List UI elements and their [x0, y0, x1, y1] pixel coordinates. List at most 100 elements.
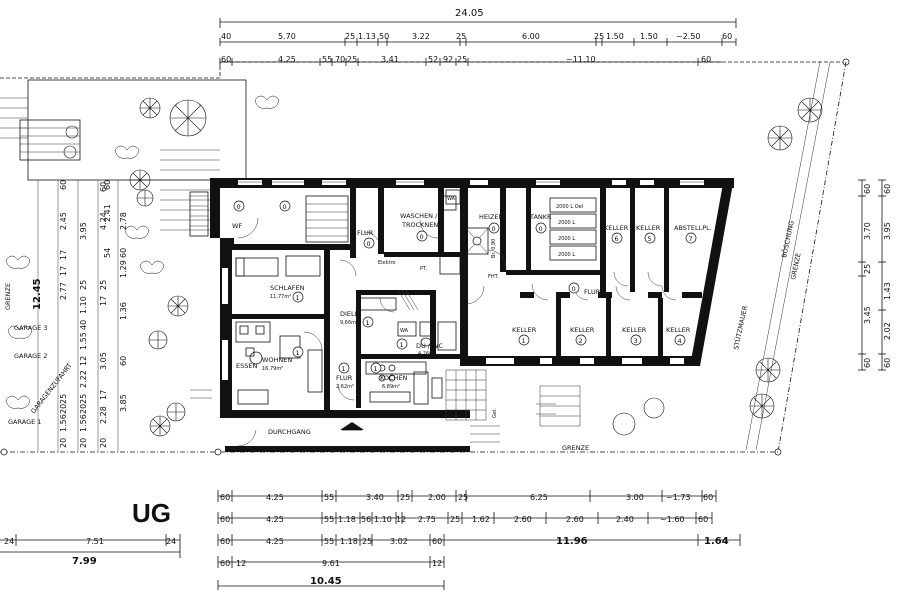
left-dim-text: 60	[119, 248, 128, 258]
room-wa-label: WA	[447, 196, 456, 202]
right-dim-text: 2.02	[883, 322, 892, 340]
room-number: 1	[296, 294, 300, 302]
top-dim-2-5: 25	[347, 55, 357, 64]
grenze-bottom-label: GRENZE	[562, 444, 589, 452]
bottom-dim-1-6: 2.00	[428, 493, 446, 502]
right-dim-text: 60	[883, 184, 892, 194]
tree-icon	[755, 357, 781, 383]
left-dim-text: 2.77	[59, 282, 68, 300]
right-dim-text: 60	[863, 184, 872, 194]
left-site: 20 1.56 20 25 2.77 17 17 2.45 60 20 1.56…	[0, 79, 280, 452]
room-keller-4-label: KELLER	[666, 326, 691, 334]
bottom-dim-2-15: 60	[698, 515, 708, 524]
top-dim-1-7: 25	[456, 32, 466, 41]
tree-icon	[139, 97, 161, 119]
bottom-dim-2-9: 25	[450, 515, 460, 524]
tank-2-label: 2000 L	[558, 220, 575, 226]
room-flur-right-label: FLUR	[584, 288, 601, 296]
bottom-dim-3-3: 55	[324, 537, 334, 546]
top-dim-2-8: 92	[443, 55, 453, 64]
bottom-dim-1-11: 60	[703, 493, 713, 502]
bottom-dim-4-4: 12	[432, 559, 442, 568]
room-number: 4	[678, 337, 682, 345]
left-dim-text: 17	[99, 390, 108, 400]
left-dim-text: 2.45	[59, 212, 68, 230]
left-dims-col1: 20 1.56 20 25 2.77 17 17 2.45 60	[59, 180, 68, 448]
left-dim-text: 25	[99, 280, 108, 290]
top-dim-2-10: ~11.10	[566, 55, 596, 64]
room-essen-label: ESSEN	[236, 362, 257, 370]
grenze-right-label: GRENZE	[789, 252, 802, 280]
left-dim-text: 2.78	[119, 212, 128, 230]
bottom-dim-1-1: 60	[220, 493, 230, 502]
room-pt-label: PT.	[420, 266, 427, 272]
room-number: 0	[492, 225, 496, 233]
top-dim-1-9: 25	[594, 32, 604, 41]
left-dims-col2: 20 1.56 20 25 2.22 12 1.55 40 1.10 25 3.…	[79, 222, 88, 448]
grenze-left-label: GRENZE	[4, 283, 12, 310]
left-dim-text: 60	[59, 180, 68, 190]
left-dims-col5: 54 2.41 60	[103, 180, 112, 258]
left-dim-text: 1.56	[59, 414, 68, 432]
top-dim-1-4: 1.13	[358, 32, 376, 41]
right-dim-text: 3.70	[863, 222, 872, 240]
room-du-wc-area: 4,26m²	[418, 351, 436, 357]
room-keller-1-label: KELLER	[512, 326, 537, 334]
bottom-dim-1-2: 4.25	[266, 493, 284, 502]
tree-icon	[149, 415, 171, 437]
tank-3-label: 2000 L	[558, 236, 575, 242]
bottom-dimensions: UG 60 4.25 55 3.40 25 2.00 25 6.25 3.00 …	[0, 490, 741, 590]
right-dim-text: 60	[883, 358, 892, 368]
top-dim-2-2: 4.25	[278, 55, 296, 64]
left-dim-text: 20	[99, 438, 108, 448]
room-number: 3	[634, 337, 638, 345]
bottom-dim-1-9: 3.00	[626, 493, 644, 502]
building-walls	[210, 178, 734, 452]
room-wf-label: WF	[232, 222, 242, 230]
room-wa2-label: WA	[400, 328, 409, 334]
room-labels: WF 0 0 FLUR 0 WASCHEN / TROCKNEN 0 WA HE…	[232, 196, 712, 436]
left-dim-text: 1.55	[79, 332, 88, 350]
room-diele-area: 9,66m²	[340, 320, 358, 326]
room-flur-top-label: FLUR	[357, 229, 374, 237]
left-dim-text: 54	[103, 248, 112, 258]
top-dim-1-6: 3.22	[412, 32, 430, 41]
tree-icon	[797, 97, 823, 123]
fixtures	[189, 97, 823, 447]
room-schlafen-area: 11,77m²	[270, 294, 291, 300]
bottom-dim-3-1: 60	[220, 537, 230, 546]
right-dim-text: 25	[863, 264, 872, 274]
room-number: 2	[579, 337, 583, 345]
bottom-dim-2-6: 1.10	[374, 515, 392, 524]
left-dim-text: 2.22	[79, 370, 88, 388]
top-dim-1-8: 6.00	[522, 32, 540, 41]
right-dimensions: 60 3.45 25 3.70 60 60 2.02 1.43 3.95 60	[858, 179, 892, 371]
tree-icon	[63, 125, 79, 159]
left-dim-text: 2.28	[99, 406, 108, 424]
left-dim-text: 17	[59, 250, 68, 260]
left-dim-text: 12	[79, 356, 88, 366]
bottom-dim-3-2: 4.25	[266, 537, 284, 546]
left-dim-text: 4.24	[99, 212, 108, 230]
left-dim-text: 20	[59, 404, 68, 414]
bottom-dim-2-11: 2.60	[514, 515, 532, 524]
room-wohnen-label: WOHNEN	[262, 356, 292, 364]
bottom-dim-1-7: 25	[458, 493, 468, 502]
top-dim-2-11: 60	[701, 55, 711, 64]
room-number: 7	[689, 235, 693, 243]
bottom-dim-2-14: ~1.60	[660, 515, 685, 524]
left-dim-text: 2.41	[103, 204, 112, 222]
tree-icon	[136, 189, 154, 207]
bottom-dim-1-3: 55	[324, 493, 334, 502]
tree-icon	[129, 169, 151, 191]
room-number: 0	[237, 203, 241, 211]
bottom-dim-4-3: 9.61	[322, 559, 340, 568]
room-waschen-label: WASCHEN /	[400, 212, 438, 220]
bottom-left-dim-2: 7.51	[86, 537, 104, 546]
bottom-dim-3-4: 1.18	[340, 537, 358, 546]
bottom-dim-2-13: 2.40	[616, 515, 634, 524]
left-dim-text: 1.36	[119, 302, 128, 320]
top-dim-2-3: 55	[322, 55, 332, 64]
left-dim-text: 20	[79, 404, 88, 414]
room-du-wc-label: DU / WC	[416, 342, 444, 350]
